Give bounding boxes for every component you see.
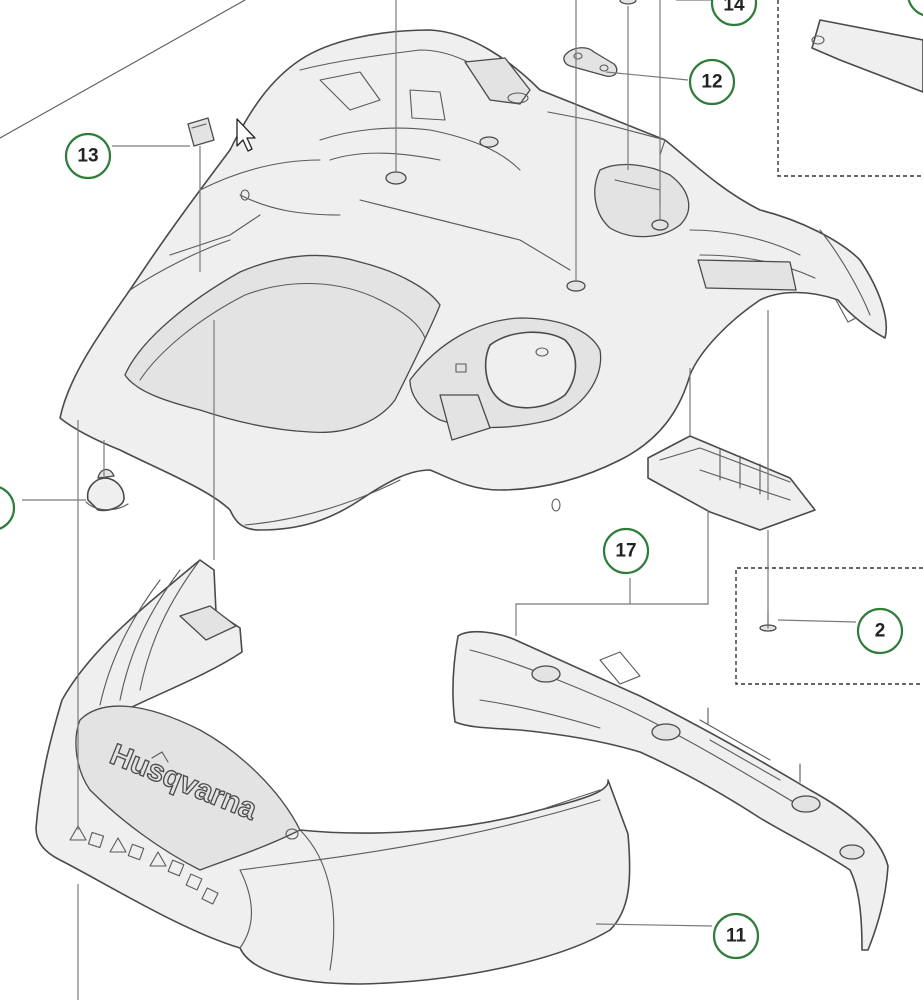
callout-partial-left	[0, 486, 16, 530]
partial-part-top-right	[811, 19, 923, 93]
part-14-screw	[619, 0, 637, 5]
svg-text:2: 2	[875, 621, 886, 642]
mouse-cursor-icon	[236, 118, 256, 152]
detail-box-bottom-right	[735, 567, 923, 685]
callout-17: 17	[602, 527, 650, 575]
svg-text:11: 11	[726, 926, 747, 947]
callout-11: 11	[712, 912, 760, 960]
svg-text:12: 12	[701, 72, 722, 93]
part-2-screw	[759, 609, 777, 632]
detail-box-top-right	[777, 0, 923, 177]
callout-2: 2	[856, 607, 904, 655]
svg-text:17: 17	[615, 541, 636, 562]
bumper-holder-part	[647, 435, 816, 531]
callout-partial-top-right	[907, 0, 923, 17]
part-17-side-rail	[452, 630, 889, 951]
part-11-front-bumper: Husqvarna	[35, 559, 631, 985]
svg-text:13: 13	[77, 146, 98, 167]
background-guide-line	[0, 0, 246, 139]
warning-symbols-row	[69, 825, 219, 905]
body-chassis	[59, 29, 888, 531]
callout-13: 13	[64, 132, 112, 180]
svg-text:14: 14	[723, 0, 745, 16]
rubber-foot-part	[85, 468, 129, 512]
callout-12: 12	[688, 58, 736, 106]
callout-14: 14	[710, 0, 758, 27]
leader-lines	[22, 0, 857, 1000]
part-13-clip	[187, 117, 215, 147]
